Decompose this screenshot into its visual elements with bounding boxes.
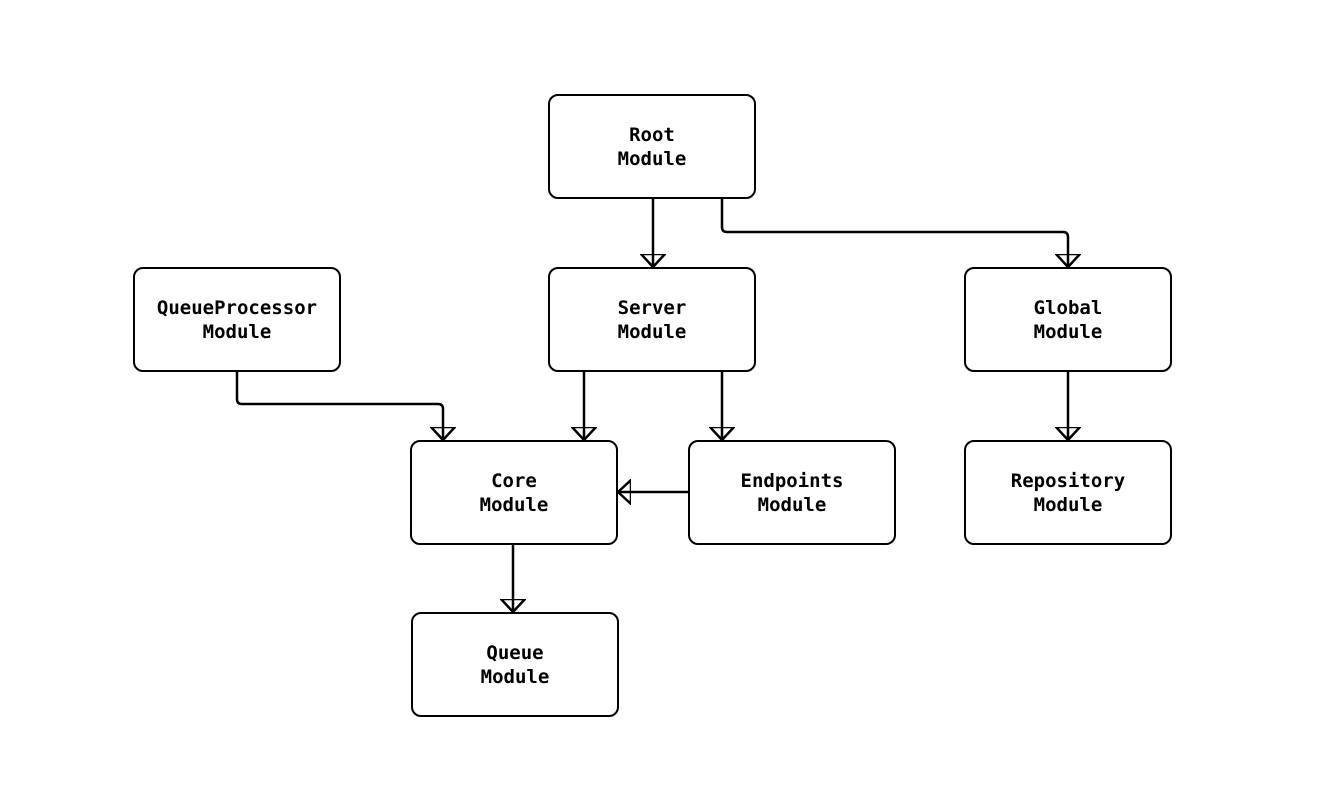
node-repository-module-label: Repository Module xyxy=(1010,469,1126,516)
node-global-module: Global Module xyxy=(964,267,1172,372)
node-root-module: Root Module xyxy=(548,94,756,199)
node-endpoints-module: Endpoints Module xyxy=(688,440,896,545)
node-queueprocessor-module: QueueProcessor Module xyxy=(133,267,341,372)
node-queue-module: Queue Module xyxy=(411,612,619,717)
edge-queueprocessor-to-core xyxy=(235,372,443,440)
node-root-module-label: Root Module xyxy=(617,123,687,170)
node-global-module-label: Global Module xyxy=(1033,296,1103,343)
node-endpoints-module-label: Endpoints Module xyxy=(740,469,844,516)
node-queue-module-label: Queue Module xyxy=(480,641,550,688)
node-server-module: Server Module xyxy=(548,267,756,372)
node-core-module: Core Module xyxy=(410,440,618,545)
node-queueprocessor-module-label: QueueProcessor Module xyxy=(156,296,318,343)
edge-root-to-global xyxy=(720,198,1068,267)
node-server-module-label: Server Module xyxy=(617,296,687,343)
node-core-module-label: Core Module xyxy=(479,469,549,516)
node-repository-module: Repository Module xyxy=(964,440,1172,545)
